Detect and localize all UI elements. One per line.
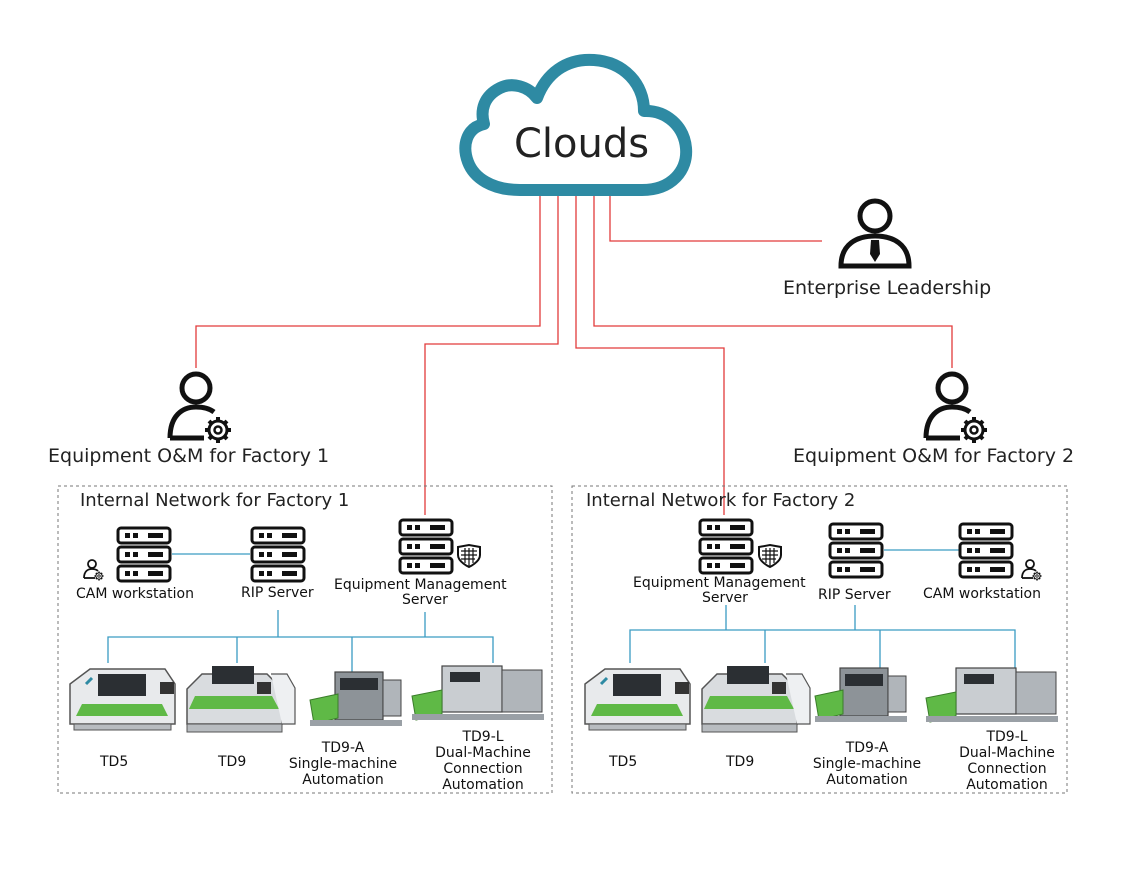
factory1-td9a-label-line1: TD9-A: [321, 740, 365, 756]
factory2-td5-label: TD5: [609, 754, 638, 770]
factory2-td9l-label-line2: Dual-Machine: [959, 745, 1055, 761]
factory2-cam-server-icon: [958, 522, 1014, 579]
cloud-links: [195, 192, 953, 515]
factory1-rip-server-icon: [250, 526, 306, 583]
link-om-factory1: [195, 192, 541, 368]
factory1-ems-label-line1: Equipment Management: [334, 577, 507, 593]
factory2-rip-server-icon: [828, 522, 884, 579]
factory2-rip-label: RIP Server: [818, 587, 891, 603]
factory2-ems-label-line2: Server: [702, 590, 748, 606]
link-om-factory2: [593, 192, 953, 368]
om-factory1-icon: [170, 374, 231, 443]
factory1-td9a-label-line3: Automation: [302, 772, 384, 788]
factory1-td9a-label: TD9-A Single-machine Automation: [282, 740, 404, 788]
factory1-td9l-label-line3: Connection: [443, 761, 523, 777]
factory2-td9-label: TD9: [726, 754, 755, 770]
factory1-td9a-label-line2: Single-machine: [288, 756, 398, 772]
link-ems-factory1: [424, 192, 559, 515]
om-factory2-label: Equipment O&M for Factory 2: [793, 445, 1075, 467]
factory1-td9l-label-line2: Dual-Machine: [435, 745, 531, 761]
factory1-td9a-image: [309, 671, 403, 727]
om-factory2-icon: [926, 374, 987, 443]
factory1-td5-label: TD5: [100, 754, 129, 770]
leadership-label: Enterprise Leadership: [783, 277, 992, 299]
factory2-td9a-label-line1: TD9-A: [845, 740, 889, 756]
factory1-lan-links: [107, 553, 494, 672]
factory2-td9a-label-line2: Single-machine: [812, 756, 922, 772]
factory1-td9l-label-line4: Automation: [442, 777, 524, 793]
factory2-td5-image: [583, 667, 692, 732]
factory2-td9l-label-line1: TD9-L: [986, 729, 1028, 745]
leadership-icon: [838, 198, 912, 269]
factory1-td9-image: [186, 665, 296, 733]
factory1-td9l-label-line1: TD9-L: [462, 729, 504, 745]
factory2-ems-server-icon: [698, 518, 754, 575]
factory1-td9l-image: [411, 665, 545, 721]
link-ems-factory2: [575, 192, 725, 515]
factory1-td9l-label: TD9-L Dual-Machine Connection Automation: [422, 729, 544, 793]
factory1-ems-server-icon: [398, 518, 454, 575]
factory2-ems-label-line1: Equipment Management: [633, 575, 806, 591]
factory2-cam-label: CAM workstation: [923, 586, 1041, 602]
factory2-lan-links: [629, 549, 1016, 668]
factory1-ems-label-line2: Server: [402, 592, 448, 608]
om-factory1-label: Equipment O&M for Factory 1: [48, 445, 330, 467]
factory2-td9l-label: TD9-L Dual-Machine Connection Automation: [946, 729, 1068, 793]
cloud-icon: [459, 53, 693, 196]
factory1-shield-icon: [457, 544, 481, 568]
factory1-td9-label: TD9: [218, 754, 247, 770]
factory2-td9a-image: [814, 667, 908, 723]
factory1-cam-person-icon: [84, 560, 104, 581]
factory1-rip-label: RIP Server: [241, 585, 314, 601]
factory2-shield-icon: [758, 544, 782, 568]
link-leadership: [609, 192, 822, 242]
factory2-td9l-label-line4: Automation: [966, 777, 1048, 793]
factory2-td9a-label: TD9-A Single-machine Automation: [806, 740, 928, 788]
factory2-td9-image: [701, 665, 811, 733]
cloud-label: Clouds: [514, 121, 650, 167]
factory1-network-title: Internal Network for Factory 1: [80, 490, 350, 511]
factory1-cam-label: CAM workstation: [76, 586, 194, 602]
factory1-network-box: [57, 485, 553, 794]
factory2-network-title: Internal Network for Factory 2: [586, 490, 856, 511]
factory2-td9l-label-line3: Connection: [967, 761, 1047, 777]
factory2-td9l-image: [925, 667, 1059, 723]
factory1-td5-image: [68, 667, 177, 732]
factory2-network-box: [571, 485, 1068, 794]
factory1-cam-server-icon: [116, 526, 172, 583]
factory2-cam-person-icon: [1022, 560, 1042, 581]
factory2-td9a-label-line3: Automation: [826, 772, 908, 788]
